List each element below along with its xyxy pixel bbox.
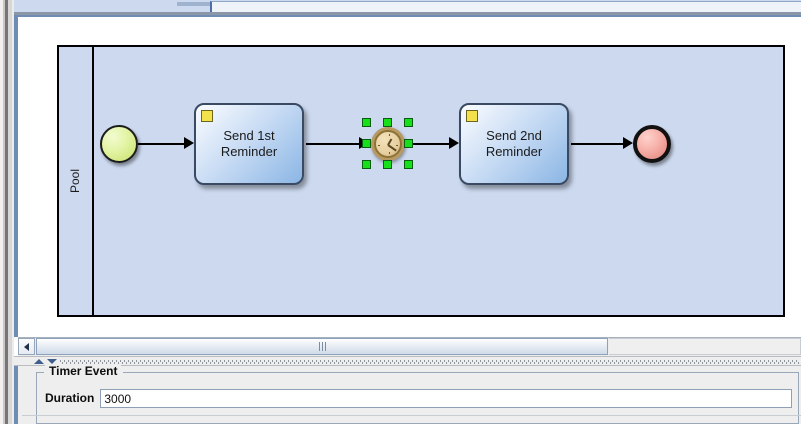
grip-icon xyxy=(318,338,327,356)
sequence-flow-3[interactable] xyxy=(413,143,453,145)
sequence-flow-2[interactable] xyxy=(306,143,364,145)
pool-label-text: Pool xyxy=(68,168,83,194)
timer-event-group: Timer Event Duration 3000 xyxy=(36,364,799,424)
duration-input[interactable]: 3000 xyxy=(100,388,792,408)
selection-handle-sw[interactable] xyxy=(362,160,371,169)
pool-label[interactable]: Pool xyxy=(59,47,92,315)
sequence-flow-1[interactable] xyxy=(138,143,188,145)
scrollbar-track[interactable] xyxy=(609,338,801,355)
task-send-2nd-reminder[interactable]: Send 2nd Reminder xyxy=(459,103,569,185)
bpmn-canvas[interactable]: Pool Send 1st Reminder xyxy=(18,17,801,335)
sequence-flow-4[interactable] xyxy=(571,143,627,145)
duration-field-row: Duration 3000 xyxy=(45,388,792,408)
tab-active[interactable] xyxy=(210,1,801,12)
send-task-marker-icon xyxy=(201,110,213,122)
end-event[interactable] xyxy=(633,125,671,163)
group-title-rule xyxy=(123,372,798,373)
triangle-up-icon[interactable] xyxy=(34,359,44,364)
clock-face-icon xyxy=(374,130,402,158)
selection-handle-n[interactable] xyxy=(383,118,392,127)
selection-handle-s[interactable] xyxy=(383,160,392,169)
properties-left-rail xyxy=(14,366,18,424)
editor-tab-strip xyxy=(14,0,801,12)
clock-icon[interactable] xyxy=(371,127,405,161)
scrollbar-thumb[interactable] xyxy=(36,338,608,355)
selection-handle-nw[interactable] xyxy=(362,118,371,127)
triangle-left-icon xyxy=(24,342,29,351)
window-border xyxy=(5,0,8,424)
pool-lane-divider xyxy=(92,47,94,315)
canvas-horizontal-scrollbar[interactable] xyxy=(18,337,801,356)
sequence-flow-4-arrowhead-icon xyxy=(623,137,633,149)
scroll-left-button[interactable] xyxy=(18,338,35,355)
send-task-marker-icon xyxy=(466,110,478,122)
window-shadow xyxy=(3,0,5,424)
task-label: Send 2nd Reminder xyxy=(486,128,542,161)
task-send-1st-reminder[interactable]: Send 1st Reminder xyxy=(194,103,304,185)
selection-handle-ne[interactable] xyxy=(404,118,413,127)
task-label-line1: Send 1st xyxy=(223,127,275,143)
sequence-flow-1-arrowhead-icon xyxy=(184,137,194,149)
split-pane-divider[interactable] xyxy=(14,356,801,366)
window-shadow xyxy=(12,0,14,424)
editor-top-rail xyxy=(14,15,801,17)
selection-handle-se[interactable] xyxy=(404,160,413,169)
editor-left-rail xyxy=(14,15,18,337)
task-label: Send 1st Reminder xyxy=(221,128,277,161)
task-label-line2: Reminder xyxy=(485,144,543,159)
start-event[interactable] xyxy=(100,125,138,163)
sequence-flow-3-arrowhead-icon xyxy=(449,137,459,149)
group-title: Timer Event xyxy=(45,364,122,378)
timer-event-selected[interactable] xyxy=(362,118,414,170)
selection-handle-e[interactable] xyxy=(404,139,413,148)
tab-inactive[interactable] xyxy=(177,2,218,6)
properties-bottom-rule xyxy=(22,415,801,416)
window-shadow xyxy=(0,0,3,424)
task-label-line1: Send 2nd xyxy=(486,127,542,143)
task-label-line2: Reminder xyxy=(220,144,278,159)
bpmn-pool[interactable]: Pool xyxy=(57,45,785,317)
splitter-grip-dots xyxy=(60,360,799,364)
duration-label: Duration xyxy=(45,391,95,405)
triangle-down-icon[interactable] xyxy=(47,359,57,364)
window-shadow xyxy=(8,0,12,424)
selection-handle-w[interactable] xyxy=(362,139,371,148)
tab-strip-underline xyxy=(14,12,801,15)
